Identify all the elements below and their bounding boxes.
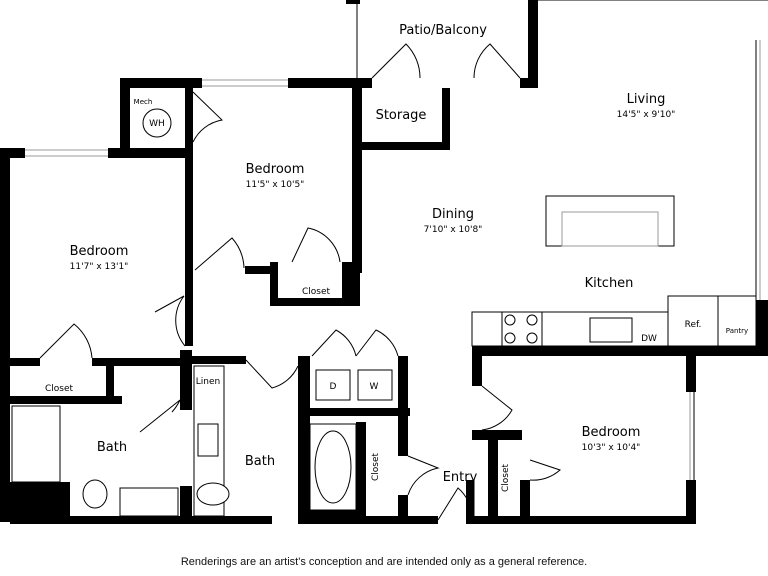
dining-dim: 7'10" x 10'8" (424, 225, 483, 235)
bedroom-right-dim: 10'3" x 10'4" (582, 443, 641, 453)
kitchen-label: Kitchen (585, 276, 634, 291)
living-dim: 14'5" x 9'10" (617, 110, 676, 120)
floor-plan: Patio/Balcony Storage Living 14'5" x 9'1… (0, 0, 768, 524)
washer-label: W (370, 382, 379, 392)
refrigerator (667, 295, 719, 347)
dryer (315, 369, 351, 401)
bath-mid-label: Bath (245, 454, 275, 469)
closet-left-label: Closet (45, 384, 74, 394)
closet-mid-label: Closet (302, 287, 331, 297)
toilet-mid-icon (196, 482, 230, 506)
bedroom-right-label: Bedroom (582, 425, 641, 440)
pantry (717, 295, 757, 347)
kitchen-island (545, 195, 675, 247)
bedroom-mid-dim: 11'5" x 10'5" (246, 180, 305, 190)
outlines (25, 0, 768, 480)
dw-label: DW (641, 334, 657, 344)
mech-label: Mech (134, 98, 153, 106)
fixtures (11, 108, 757, 517)
labels: Patio/Balcony Storage Living 14'5" x 9'1… (45, 23, 748, 492)
washer (357, 369, 393, 401)
vanity-left (119, 487, 179, 517)
water-heater-icon (142, 108, 172, 138)
closet-bath-label: Closet (371, 453, 381, 482)
bedroom-mid-label: Bedroom (246, 162, 305, 177)
dryer-label: D (330, 382, 337, 392)
pantry-label: Pantry (726, 327, 748, 335)
dining-label: Dining (432, 207, 474, 222)
wh-label: WH (149, 119, 165, 129)
door-swings (39, 43, 561, 521)
bedroom-left-label: Bedroom (70, 244, 129, 259)
toilet-icon (82, 479, 108, 509)
stove-icon (501, 311, 543, 347)
storage-label: Storage (376, 108, 427, 123)
shower-icon (11, 405, 61, 483)
closet-right-label: Closet (501, 464, 511, 493)
bedroom-left-dim: 11'7" x 13'1" (70, 262, 129, 272)
sink-icon (589, 317, 633, 343)
living-label: Living (627, 92, 666, 107)
ref-label: Ref. (685, 320, 702, 330)
walls (0, 0, 768, 524)
linen-label: Linen (196, 377, 220, 387)
patio-label: Patio/Balcony (399, 23, 487, 38)
entry-label: Entry (443, 470, 478, 485)
bath-left-label: Bath (97, 440, 127, 455)
disclaimer-text: Renderings are an artist's conception an… (180, 556, 588, 568)
